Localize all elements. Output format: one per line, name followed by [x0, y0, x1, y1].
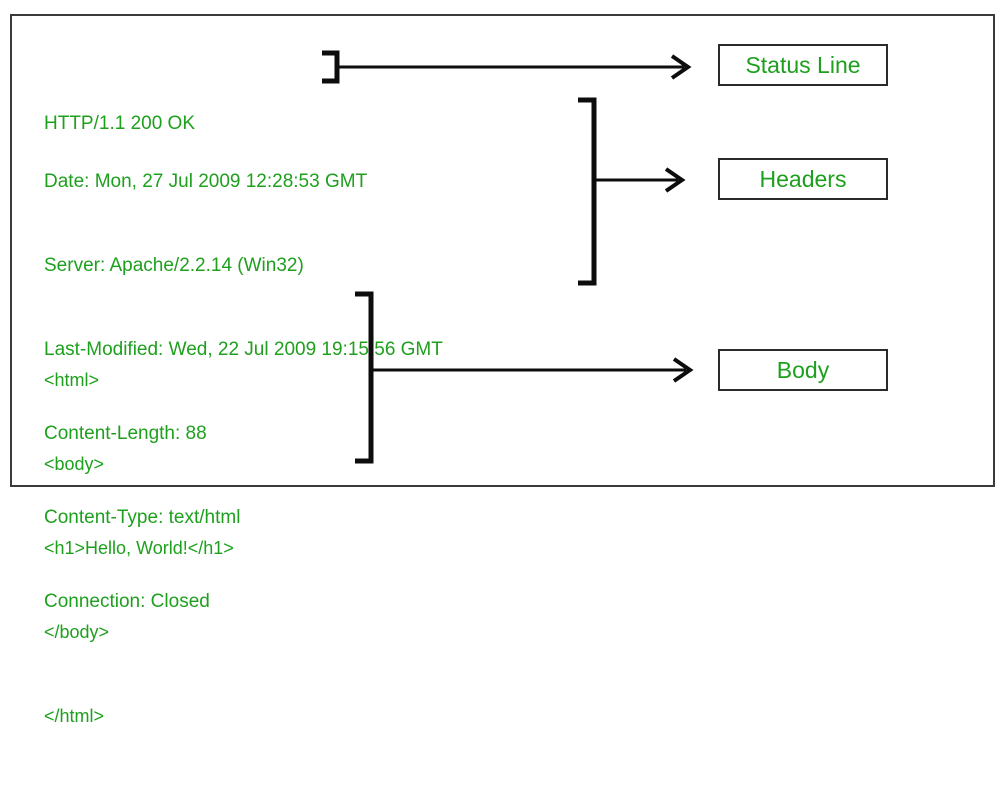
body-text-block: <html> <body> <h1>Hello, World!</h1> </b…	[44, 310, 234, 786]
body-line-h1: <h1>Hello, World!</h1>	[44, 538, 234, 558]
header-line-content-length: Content-Length: 88	[44, 423, 207, 444]
label-box-status-line: Status Line	[718, 44, 888, 86]
body-line-html-close: </html>	[44, 706, 105, 726]
header-line-date: Date: Mon, 27 Jul 2009 12:28:53 GMT	[44, 171, 368, 192]
body-line-body-open: <body>	[44, 454, 105, 474]
header-line-server: Server: Apache/2.2.14 (Win32)	[44, 255, 304, 276]
body-line-html-open: <html>	[44, 370, 100, 390]
label-box-body: Body	[718, 349, 888, 391]
status-line-text-block: HTTP/1.1 200 OK	[44, 54, 195, 194]
label-box-status-line-text: Status Line	[745, 51, 861, 78]
diagram-frame	[10, 14, 995, 487]
label-box-headers-text: Headers	[759, 165, 847, 192]
status-line-text: HTTP/1.1 200 OK	[44, 113, 196, 134]
header-line-last-modified: Last-Modified: Wed, 22 Jul 2009 19:15:56…	[44, 339, 443, 360]
label-box-body-text: Body	[776, 356, 830, 383]
diagram-canvas: HTTP/1.1 200 OK Date: Mon, 27 Jul 2009 1…	[10, 14, 995, 726]
body-line-body-close: </body>	[44, 622, 110, 642]
label-box-headers: Headers	[718, 158, 888, 200]
